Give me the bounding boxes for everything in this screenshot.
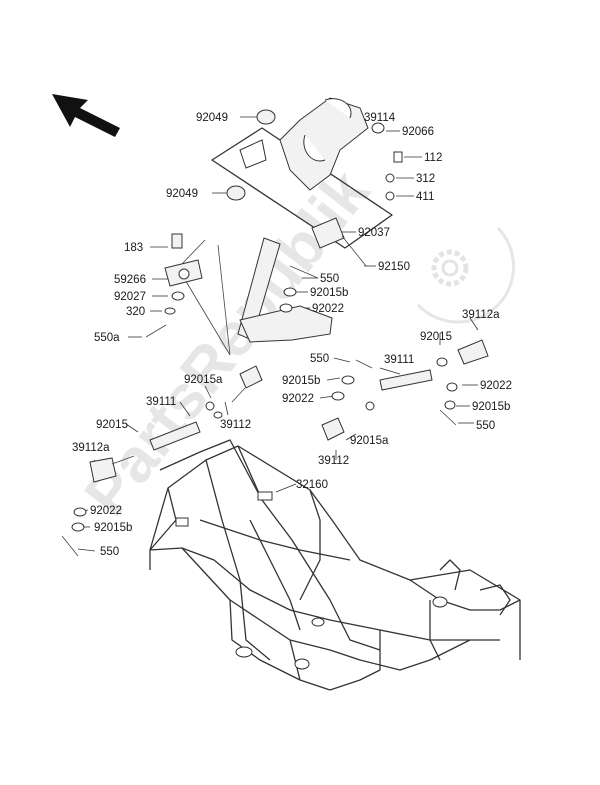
label-550-right: 550 (476, 420, 495, 432)
label-39111-right: 39111 (384, 354, 414, 366)
label-112: 112 (424, 152, 442, 164)
label-92015-left: 92015 (96, 419, 128, 431)
label-92015b-mid: 92015b (282, 375, 320, 387)
gear-icon (431, 249, 469, 287)
handlebar-holder-assembly (211, 97, 403, 267)
watermark-arc (416, 226, 516, 324)
label-92015b-left: 92015b (94, 522, 132, 534)
label-92022-mid: 92022 (282, 393, 314, 405)
pitman-arm (239, 305, 333, 343)
label-59266: 59266 (114, 274, 146, 286)
label-39112a-left: 39112a (72, 442, 110, 454)
label-92015a-left: 92015a (184, 374, 223, 386)
label-92015b-right: 92015b (472, 401, 510, 413)
label-39112-right: 39112 (318, 455, 349, 467)
label-92066: 92066 (402, 126, 434, 138)
label-92049-upper: 92049 (196, 112, 228, 124)
label-312: 312 (416, 173, 435, 185)
label-92015a-right: 92015a (350, 435, 389, 447)
label-550-left: 550 (100, 546, 119, 558)
label-550-mid: 550 (310, 353, 329, 365)
collar-92049-upper (256, 109, 276, 125)
arrow-up-left-icon (52, 94, 120, 137)
label-39114: 39114 (364, 112, 396, 124)
label-39112a-right: 39112a (462, 309, 500, 321)
label-39112-left: 39112 (220, 419, 251, 431)
main-frame-32160 (149, 439, 521, 691)
label-92022-top: 92022 (312, 303, 344, 315)
label-320: 320 (126, 306, 145, 318)
handlebar-holder-upper (279, 97, 369, 191)
collar-92049-lower (226, 185, 246, 201)
label-92015-right: 92015 (420, 331, 452, 343)
label-39111-left: 39111 (146, 396, 176, 408)
tie-rod-left (61, 365, 263, 557)
label-92037: 92037 (358, 227, 390, 239)
label-92027: 92027 (114, 291, 146, 303)
label-550-top: 550 (320, 273, 339, 285)
label-92022-left: 92022 (90, 505, 122, 517)
label-32160: 32160 (296, 479, 328, 491)
tie-rod-right (321, 339, 489, 441)
label-183: 183 (124, 242, 143, 254)
label-92049-lower: 92049 (166, 188, 198, 200)
label-411: 411 (416, 191, 434, 203)
label-92150: 92150 (378, 261, 410, 273)
label-92015b-top: 92015b (310, 287, 348, 299)
label-550a: 550a (94, 332, 120, 344)
label-92022-right: 92022 (480, 380, 512, 392)
steering-shaft-parts (145, 233, 333, 356)
part-labels: 92049 39114 92066 112 312 411 92049 9203… (72, 112, 512, 558)
